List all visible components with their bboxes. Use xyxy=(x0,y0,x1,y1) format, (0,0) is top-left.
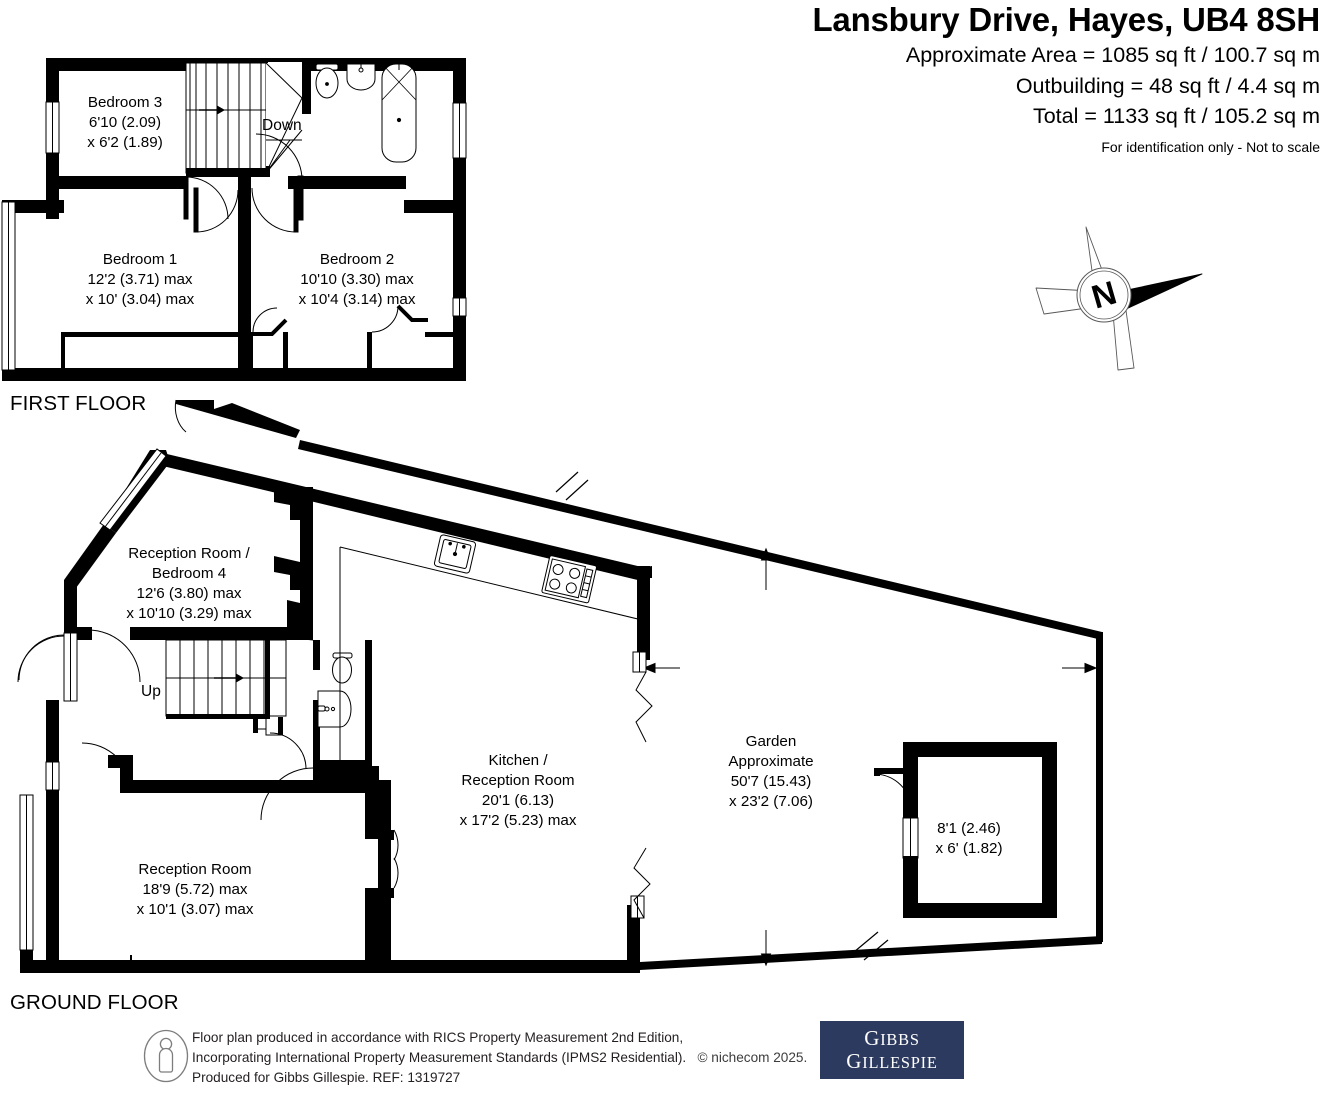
wall-recess-details xyxy=(274,489,300,627)
room-dim-2: x 10'10 (3.29) max xyxy=(126,604,252,622)
room-label-bedroom-1: Bedroom 1 12'2 (3.71) max x 10' (3.04) m… xyxy=(86,250,194,310)
room-name-2: Reception Room xyxy=(461,771,575,789)
stair-direction-down-label: Down xyxy=(262,117,302,134)
outbuilding xyxy=(873,742,1057,918)
room-label-reception-room: Reception Room 18'9 (5.72) max x 10'1 (3… xyxy=(137,860,254,920)
room-name: Kitchen / xyxy=(488,752,548,769)
footer-copyright: © nichecom 2025. xyxy=(697,1049,808,1065)
logo-line-2: GILLESPIE xyxy=(846,1049,938,1073)
room-name: Garden xyxy=(745,733,797,750)
room-dim-1: 6'10 (2.09) xyxy=(88,113,162,131)
garden-dimension-arrows xyxy=(642,547,1098,967)
gibbs-gillespie-logo: GIBBS GILLESPIE xyxy=(820,1021,964,1079)
header: Lansbury Drive, Hayes, UB4 8SH Approxima… xyxy=(700,1,1320,156)
room-dim-1: 12'2 (3.71) max xyxy=(87,270,193,288)
door-swings xyxy=(183,133,304,233)
logo-line-1: GIBBS xyxy=(864,1026,920,1051)
staircase-up xyxy=(165,639,287,736)
outbuilding-area-text: Outbuilding = 48 sq ft / 4.4 sq m xyxy=(1015,73,1320,98)
room-dim-2: x 10' (3.04) max xyxy=(85,290,195,308)
footer-line-3: Produced for Gibbs Gillespie. REF: 13197… xyxy=(192,1069,461,1085)
room-label-kitchen-reception-room: Kitchen / Reception Room 20'1 (6.13) x 1… xyxy=(460,751,577,831)
room-name: Bedroom 2 xyxy=(319,251,395,268)
room-dim-1: 10'10 (3.30) max xyxy=(300,270,414,288)
window-bedroom2 xyxy=(452,297,467,317)
room-dim-1: 50'7 (15.43) xyxy=(730,772,812,790)
room-dim-2: x 10'1 (3.07) max xyxy=(136,900,254,918)
room-name-2: Approximate xyxy=(728,752,814,770)
footer-line-2: Incorporating International Property Mea… xyxy=(192,1048,807,1068)
fitted-units-first-floor xyxy=(61,304,455,370)
roof-overhang-detail xyxy=(174,399,300,438)
room-dim-2: x 23'2 (7.06) xyxy=(729,792,813,810)
staircase-down xyxy=(185,62,303,177)
footer-line-1: Floor plan produced in accordance with R… xyxy=(192,1030,684,1045)
room-label-bedroom-2: Bedroom 2 10'10 (3.30) max x 10'4 (3.14)… xyxy=(299,250,416,310)
stair-direction-up-label: Up xyxy=(141,683,161,700)
room-dim-2: x 6' (1.82) xyxy=(935,839,1003,857)
room-dim-2: x 10'4 (3.14) max xyxy=(298,290,416,308)
room-name: Bedroom 1 xyxy=(102,251,178,268)
room-dim-1: 18'9 (5.72) max xyxy=(142,880,248,898)
bathroom-fixtures xyxy=(315,63,417,163)
room-name-2: Bedroom 4 xyxy=(151,564,227,582)
room-name: Reception Room / xyxy=(128,545,250,562)
window-bedroom1 xyxy=(1,201,16,371)
ground-floor-plan xyxy=(17,440,1103,973)
ground-floor-windows xyxy=(19,448,647,971)
disclaimer-note: For identification only - Not to scale xyxy=(1101,138,1320,155)
footer-line-2a: Incorporating International Property Mea… xyxy=(192,1049,687,1065)
window-bathroom xyxy=(452,102,467,159)
rics-person-icon xyxy=(143,1029,189,1083)
garden-boundary xyxy=(298,440,1103,970)
room-label-outbuilding: 8'1 (2.46) x 6' (1.82) xyxy=(935,819,1002,859)
window-bedroom3 xyxy=(45,101,60,154)
footer-legal-text: Floor plan produced in accordance with R… xyxy=(192,1028,807,1088)
page-title: Lansbury Drive, Hayes, UB4 8SH xyxy=(812,1,1320,38)
sliding-door-indicators xyxy=(633,671,653,919)
room-name: Bedroom 3 xyxy=(87,94,163,111)
compass-rose-icon: N xyxy=(1035,226,1203,371)
room-dim-1: 12'6 (3.80) max xyxy=(136,584,242,602)
room-name: Reception Room xyxy=(138,861,252,878)
total-area-text: Total = 1133 sq ft / 105.2 sq m xyxy=(1032,104,1320,129)
room-dim-2: x 17'2 (5.23) max xyxy=(459,811,577,829)
room-dim-1: 8'1 (2.46) xyxy=(937,820,1001,837)
room-dim-1: 20'1 (6.13) xyxy=(481,791,555,809)
approximate-area-text: Approximate Area = 1085 sq ft / 100.7 sq… xyxy=(905,42,1320,67)
room-dim-2: x 6'2 (1.89) xyxy=(87,133,163,151)
room-label-garden: Garden Approximate 50'7 (15.43) x 23'2 (… xyxy=(728,732,813,812)
first-floor-caption: FIRST FLOOR xyxy=(10,392,147,415)
room-label-reception-room-bedroom-4: Reception Room / Bedroom 4 12'6 (3.80) m… xyxy=(126,544,251,624)
ground-floor-door-swings xyxy=(17,617,399,889)
wc-fixtures xyxy=(317,652,353,728)
kitchen-fixtures xyxy=(339,534,643,760)
first-floor-plan xyxy=(1,58,467,438)
ground-floor-caption: GROUND FLOOR xyxy=(10,991,179,1014)
room-label-bedroom-3: Bedroom 3 6'10 (2.09) x 6'2 (1.89) xyxy=(87,93,163,153)
